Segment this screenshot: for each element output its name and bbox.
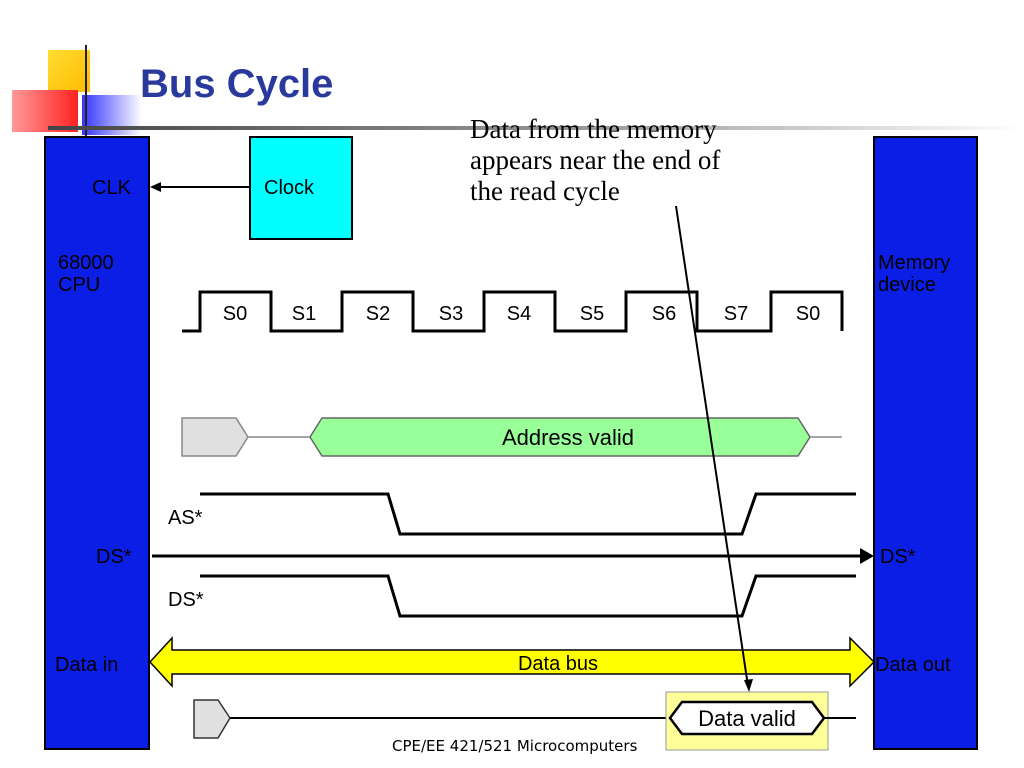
- memory-name-line2: device: [878, 274, 936, 296]
- memory-name-line1: Memory: [878, 252, 951, 274]
- cpu-panel: [44, 136, 150, 750]
- data-invalid-region: [193, 699, 231, 739]
- as-signal-waveform: [200, 492, 856, 536]
- cpu-clk-label: CLK: [92, 177, 131, 199]
- state-label: S4: [507, 303, 531, 325]
- state-label: S2: [366, 303, 390, 325]
- ds-signal-label: DS*: [168, 589, 204, 611]
- cpu-data-in-label: Data in: [55, 654, 119, 676]
- as-signal-label: AS*: [168, 507, 203, 529]
- cpu-name-line1: 68000: [58, 252, 114, 274]
- state-label: S6: [652, 303, 676, 325]
- callout-line: Data from the memory: [470, 114, 717, 144]
- state-label: S0: [796, 303, 820, 325]
- state-label: S3: [439, 303, 463, 325]
- clock-arrowhead: [150, 182, 161, 192]
- cpu-name-line2: CPU: [58, 274, 101, 296]
- data-valid-label: Data valid: [698, 706, 796, 731]
- slide-logo-decoration: [12, 45, 142, 140]
- callout-line: appears near the end of: [470, 145, 721, 175]
- callout-line: the read cycle: [470, 176, 620, 206]
- data-bus-arrow: [148, 636, 876, 688]
- data-bus-label: Data bus: [518, 653, 598, 675]
- state-label: S7: [724, 303, 748, 325]
- slide-footer: CPE/EE 421/521 Microcomputers: [392, 737, 638, 755]
- state-label: S1: [292, 303, 316, 325]
- state-label: S5: [580, 303, 604, 325]
- memory-ds-label: DS*: [880, 546, 916, 568]
- callout-pointer: [675, 205, 749, 687]
- clock-box: [249, 136, 353, 240]
- callout-text: Data from the memory appears near the en…: [470, 114, 810, 207]
- clock-waveform: [182, 290, 844, 333]
- address-valid-label: Address valid: [502, 425, 634, 450]
- ds-signal-waveform: [200, 574, 856, 618]
- cpu-ds-label: DS*: [96, 546, 132, 568]
- title-underline: [48, 126, 1024, 130]
- ds-arrowhead: [860, 548, 874, 564]
- memory-panel: [873, 136, 978, 750]
- clock-label: Clock: [264, 177, 315, 199]
- state-label: S0: [223, 303, 247, 325]
- address-invalid-region: [181, 417, 249, 457]
- memory-data-out-label: Data out: [875, 654, 951, 676]
- slide-title: Bus Cycle: [140, 62, 334, 106]
